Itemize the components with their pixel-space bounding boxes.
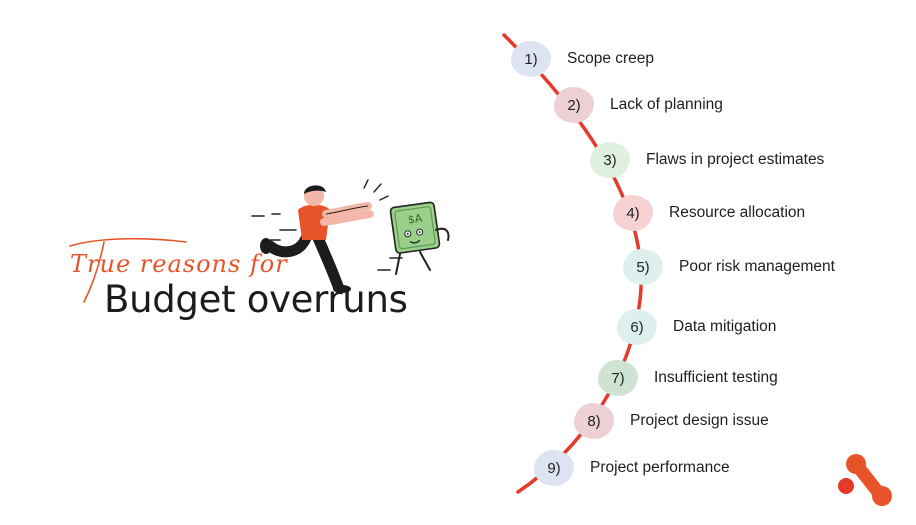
title-main-line: Budget overruns (104, 278, 408, 321)
step-item: 9) Project performance (534, 448, 730, 488)
step-label: Project performance (590, 459, 730, 476)
step-number-badge: 3) (590, 142, 630, 178)
step-label: Poor risk management (679, 258, 835, 275)
step-item: 2) Lack of planning (554, 85, 723, 125)
step-item: 1) Scope creep (511, 39, 654, 79)
step-number-badge: 6) (617, 309, 657, 345)
step-item: 4) Resource allocation (613, 193, 805, 233)
title-script-line: True reasons for (70, 250, 288, 278)
step-number-badge: 9) (534, 450, 574, 486)
svg-text:$A: $A (407, 212, 424, 227)
step-number-badge: 2) (554, 87, 594, 123)
step-item: 3) Flaws in project estimates (590, 140, 824, 180)
title-swash-decoration (69, 237, 187, 303)
step-item: 8) Project design issue (574, 401, 769, 441)
step-number-badge: 7) (598, 360, 638, 396)
step-number-badge: 1) (511, 41, 551, 77)
step-item: 5) Poor risk management (623, 247, 835, 287)
step-label: Data mitigation (673, 318, 777, 335)
step-label: Scope creep (567, 50, 655, 67)
step-item: 6) Data mitigation (617, 307, 776, 347)
step-label: Flaws in project estimates (646, 151, 825, 168)
step-label: Insufficient testing (654, 369, 778, 386)
brand-logo-icon (838, 454, 892, 506)
step-label: Resource allocation (669, 204, 806, 221)
step-number-badge: 4) (613, 195, 653, 231)
step-number-badge: 8) (574, 403, 614, 439)
step-number-badge: 5) (623, 249, 663, 285)
step-label: Project design issue (630, 412, 769, 429)
step-item: 7) Insufficient testing (598, 358, 778, 398)
step-label: Lack of planning (610, 96, 723, 113)
running-person-chasing-money-illustration: $A (251, 179, 450, 293)
